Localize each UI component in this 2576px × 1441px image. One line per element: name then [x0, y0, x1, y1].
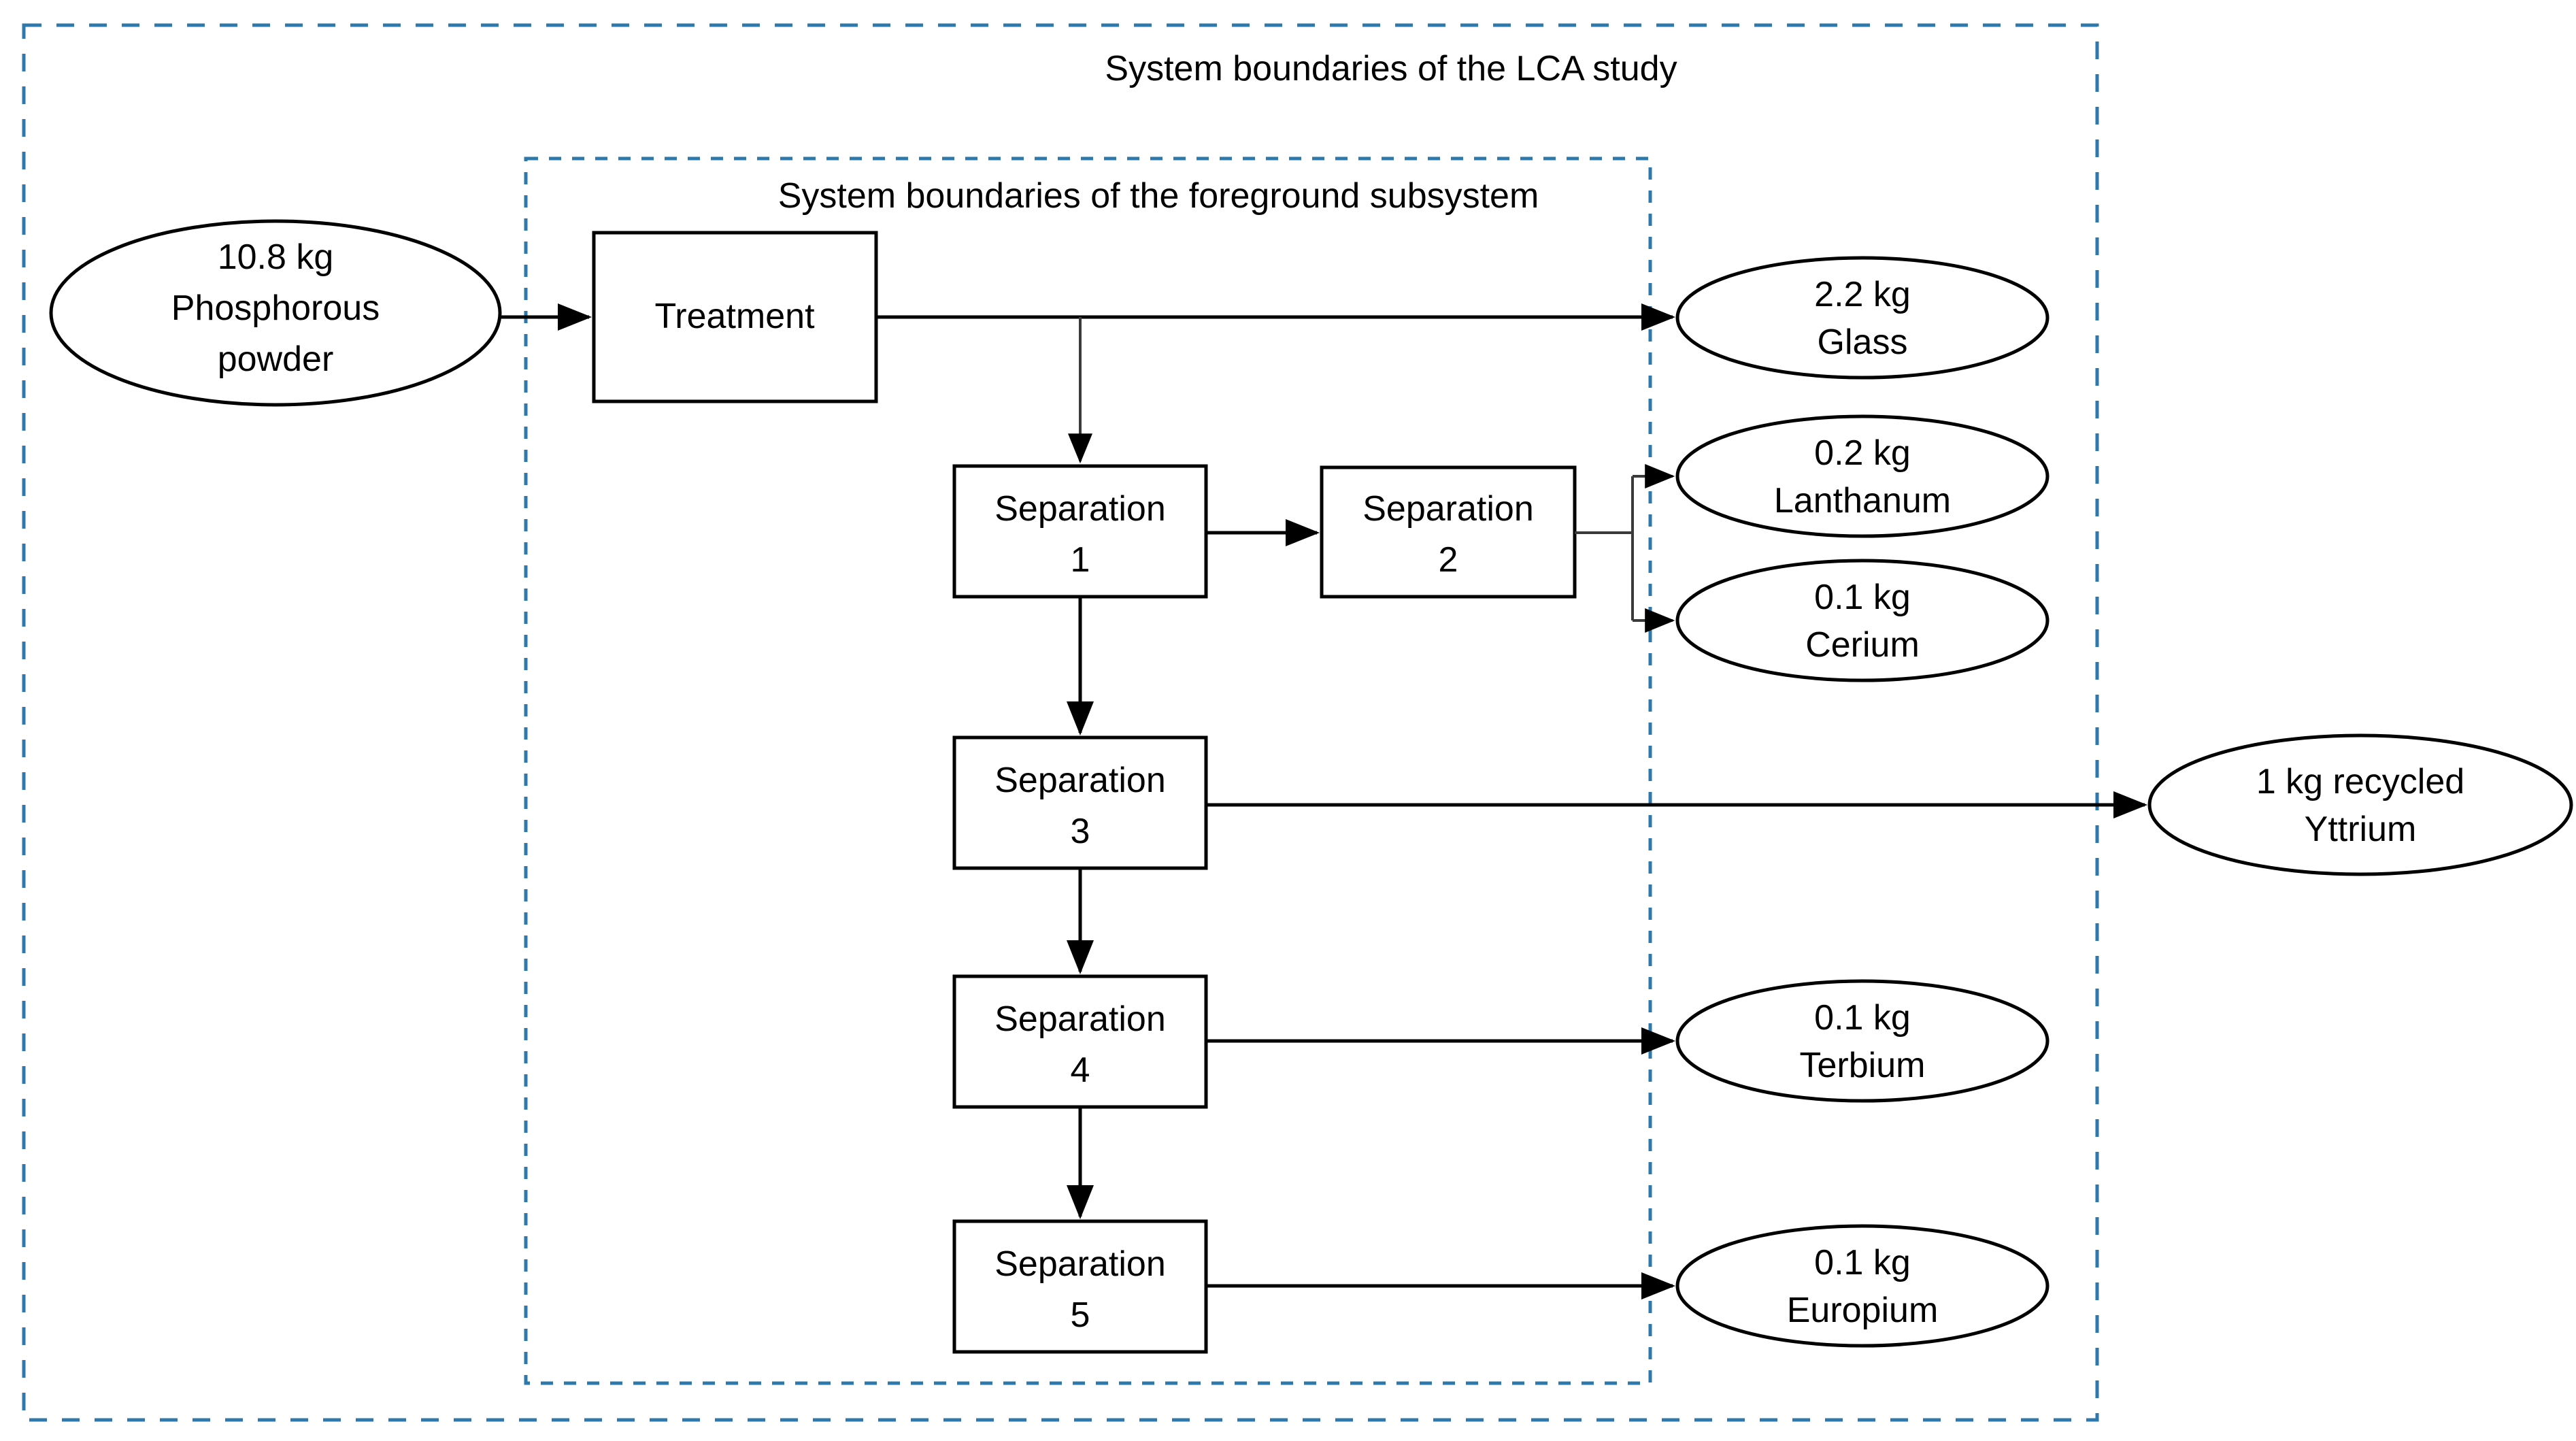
process-label-separation-4-line2: 4: [1071, 1050, 1090, 1090]
process-box-treatment[interactable]: [592, 231, 878, 403]
input-line-3: powder: [218, 339, 334, 379]
process-label-separation-3-line1: Separation: [994, 761, 1166, 800]
output-yttrium-line2: Yttrium: [2305, 810, 2417, 849]
input-node-phosphorous-powder[interactable]: [49, 219, 502, 407]
output-terbium-line1: 0.1 kg: [1814, 998, 1911, 1038]
output-lanthanum-line1: 0.2 kg: [1814, 433, 1911, 473]
output-europium-line1: 0.1 kg: [1814, 1243, 1911, 1282]
process-label-separation-4-line1: Separation: [994, 999, 1166, 1039]
process-label-separation-1-line1: Separation: [994, 489, 1166, 529]
foreground-subsystem-boundary: [524, 156, 1652, 1385]
output-lanthanum-line2: Lanthanum: [1774, 481, 1951, 520]
process-label-treatment: Treatment: [654, 297, 815, 336]
output-node-europium[interactable]: [1675, 1224, 2050, 1348]
process-box-separation-5[interactable]: [952, 1219, 1208, 1354]
output-node-glass[interactable]: [1675, 256, 2050, 380]
output-node-yttrium[interactable]: [2147, 733, 2573, 876]
output-node-lanthanum[interactable]: [1675, 414, 2050, 538]
process-label-separation-1-line2: 1: [1071, 540, 1090, 580]
output-cerium-line1: 0.1 kg: [1814, 578, 1911, 617]
foreground-boundary-label: System boundaries of the foreground subs…: [778, 176, 1539, 216]
process-label-separation-2-line2: 2: [1439, 540, 1458, 580]
process-label-separation-5-line1: Separation: [994, 1244, 1166, 1284]
output-cerium-line2: Cerium: [1805, 625, 1920, 665]
output-glass-line2: Glass: [1818, 322, 1908, 362]
output-node-cerium[interactable]: [1675, 559, 2050, 682]
process-box-separation-2[interactable]: [1320, 465, 1577, 599]
outer-boundary-label: System boundaries of the LCA study: [1105, 49, 1677, 88]
process-box-separation-3[interactable]: [952, 735, 1208, 870]
process-label-separation-3-line2: 3: [1071, 812, 1090, 851]
output-yttrium-line1: 1 kg recycled: [2256, 762, 2464, 801]
output-europium-line2: Europium: [1787, 1291, 1939, 1330]
outer-system-boundary: [22, 23, 2099, 1422]
input-line-2: Phosphorous: [171, 288, 380, 328]
output-glass-line1: 2.2 kg: [1814, 275, 1911, 314]
output-node-terbium[interactable]: [1675, 979, 2050, 1103]
output-terbium-line2: Terbium: [1800, 1046, 1926, 1085]
input-line-1: 10.8 kg: [218, 237, 334, 277]
process-label-separation-5-line2: 5: [1071, 1295, 1090, 1335]
process-label-separation-2-line1: Separation: [1362, 489, 1534, 529]
